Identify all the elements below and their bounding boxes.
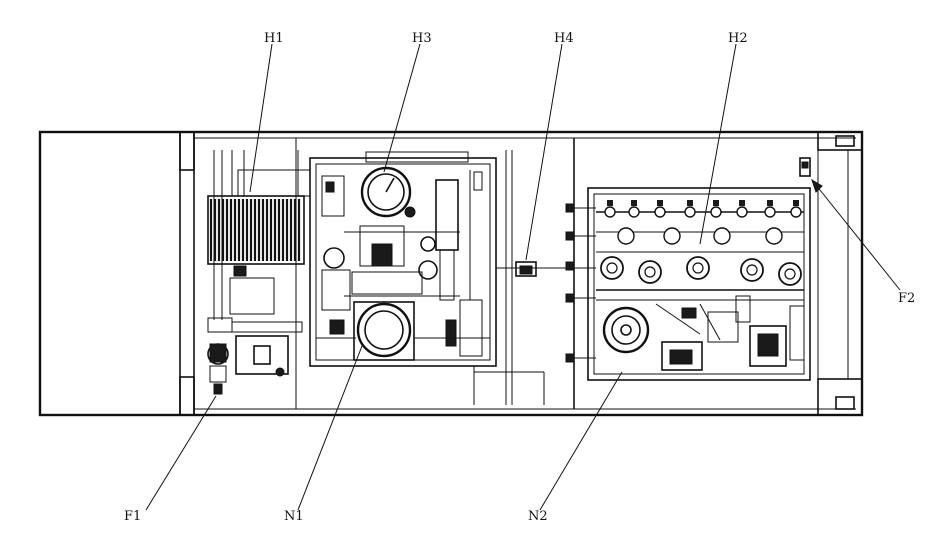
valve-fitting xyxy=(605,207,615,217)
valve-stem xyxy=(645,267,655,277)
fitting-f2 xyxy=(800,158,810,176)
valve-cap xyxy=(793,200,799,206)
valve-stem xyxy=(607,263,617,273)
connector-h4 xyxy=(474,262,596,405)
compressor-skid xyxy=(310,152,496,366)
valve-cap xyxy=(607,200,613,206)
valve-cap xyxy=(687,200,693,206)
valve-stem xyxy=(747,265,757,275)
valve-cap xyxy=(713,200,719,206)
valve-cap xyxy=(657,200,663,206)
valve-stem xyxy=(693,263,703,273)
valve-cap xyxy=(739,200,745,206)
valve-fitting xyxy=(737,207,747,217)
valve-fitting xyxy=(655,207,665,217)
valve-cap xyxy=(767,200,773,206)
label-h1: H1 xyxy=(264,31,284,46)
valve-skid xyxy=(566,188,810,380)
enclosure xyxy=(40,132,862,415)
valve-fitting xyxy=(629,207,639,217)
label-n2: N2 xyxy=(528,509,548,524)
label-h2: H2 xyxy=(728,31,748,46)
valve-bonnet xyxy=(714,228,730,244)
label-h4: H4 xyxy=(554,31,574,46)
valve-fitting xyxy=(765,207,775,217)
valve-bonnet xyxy=(664,228,680,244)
valve-fitting xyxy=(711,207,721,217)
radiator-h1 xyxy=(208,150,310,320)
valve-bonnet xyxy=(766,228,782,244)
valve-bonnet xyxy=(618,228,634,244)
label-f1: F1 xyxy=(124,509,141,524)
valve-stem xyxy=(785,269,795,279)
valve-fitting xyxy=(791,207,801,217)
label-n1: N1 xyxy=(284,509,304,524)
filter-f1 xyxy=(208,318,302,394)
valve-fitting xyxy=(685,207,695,217)
valve-cap xyxy=(631,200,637,206)
label-f2: F2 xyxy=(898,291,915,306)
label-h3: H3 xyxy=(412,31,432,46)
